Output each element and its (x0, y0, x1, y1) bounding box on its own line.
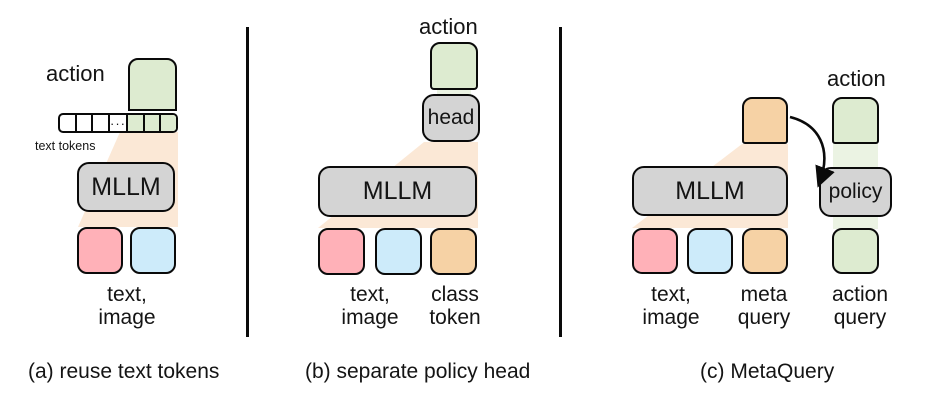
panel-b-class-token-box (430, 228, 477, 275)
panel-c-action-query-line1: action (831, 283, 889, 306)
panel-a-token-row: ··· (58, 113, 178, 133)
panel-c-meta-query-box (742, 228, 788, 274)
panel-divider-1 (246, 27, 249, 337)
panel-c-policy-box: policy (819, 167, 892, 217)
panel-b-action-label: action (419, 14, 478, 39)
panel-b-caption: (b) separate policy head (305, 360, 531, 383)
panel-c-mllm-label: MLLM (675, 176, 745, 205)
panel-a-text-tokens-label: text tokens (35, 139, 96, 153)
panel-c-meta-query-line2: query (737, 306, 791, 329)
panel-a-action-label: action (46, 61, 105, 86)
panel-c-meta-query-line1: meta (740, 283, 788, 306)
panel-b-action-output-box (430, 42, 478, 90)
panel-c-action-label: action (827, 66, 886, 91)
panel-b-mllm-label: MLLM (362, 177, 433, 205)
panel-a-input-label: text, image (98, 283, 155, 329)
panel-divider-2 (559, 27, 562, 337)
panel-c-text-image-line2: image (642, 306, 700, 329)
panel-b-class-token-label: class token (429, 283, 480, 329)
panel-b-action-band (437, 87, 471, 97)
panel-c-text-image-label: text, image (642, 283, 699, 329)
panel-a-image-input-box (130, 227, 176, 274)
panel-b-class-token-line1: class (431, 283, 479, 306)
panel-a-input-label-line1: text, (107, 283, 147, 306)
token-cell-white (60, 115, 75, 131)
panel-b-text-image-line1: text, (350, 283, 390, 306)
panel-a-action-output-box (128, 58, 177, 111)
panel-a-mllm-label: MLLM (91, 172, 161, 201)
panel-c-action-query-box (832, 228, 879, 274)
token-cell-white (74, 115, 92, 131)
panel-b-image-input-box (375, 228, 422, 275)
token-cell-action (142, 115, 160, 131)
panel-c-policy-label: policy (828, 180, 883, 203)
panel-b-mllm-box: MLLM (318, 166, 477, 217)
panel-c-action-query-line2: query (833, 306, 887, 329)
token-cell-action (126, 115, 143, 131)
panel-c-action-query-label: action query (832, 283, 888, 329)
panel-b-text-image-line2: image (341, 306, 399, 329)
panel-c-meta-query-label: meta query (738, 283, 791, 329)
panel-c-text-input-box (632, 228, 678, 274)
panel-b-class-token-line2: token (429, 306, 481, 329)
panel-c-caption: (c) MetaQuery (700, 360, 835, 383)
panel-b-head-label: head (427, 106, 475, 129)
panel-a-mllm-box: MLLM (77, 162, 175, 212)
panel-b-head-box: head (422, 94, 480, 142)
panel-a-input-label-line2: image (98, 306, 156, 329)
token-cell-dots: ··· (108, 115, 127, 131)
panel-c-text-image-line1: text, (651, 283, 691, 306)
panel-b-text-input-box (318, 228, 365, 275)
panel-a-caption: (a) reuse text tokens (28, 360, 220, 383)
panel-c-meta-output-box (742, 97, 788, 144)
panel-c-action-output-box (832, 97, 879, 144)
token-cell-white (91, 115, 108, 131)
panel-c-image-input-box (687, 228, 733, 274)
panel-b-text-image-label: text, image (341, 283, 398, 329)
panel-c-mllm-box: MLLM (632, 166, 788, 216)
panel-a-text-input-box (77, 227, 123, 274)
token-cell-action (159, 115, 176, 131)
